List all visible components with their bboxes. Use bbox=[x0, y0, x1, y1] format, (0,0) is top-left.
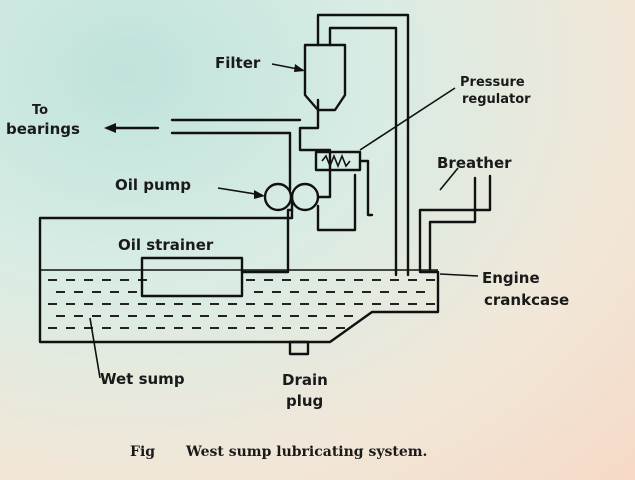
oil-strainer-box bbox=[140, 256, 244, 298]
regulator-pointer bbox=[359, 87, 456, 151]
drain-plug-label-1: Drain bbox=[282, 371, 328, 389]
bearing-supply-pipe bbox=[170, 118, 302, 192]
breather-pipe bbox=[428, 176, 477, 272]
oil-strainer-label: Oil strainer bbox=[118, 236, 214, 254]
pump-outlet-pipe bbox=[298, 98, 332, 199]
filter-body bbox=[303, 43, 347, 112]
engine-crankcase-label-1: Engine bbox=[482, 269, 540, 287]
to-bearings-label-1: To bbox=[32, 103, 48, 118]
regulator-spring bbox=[321, 153, 351, 169]
pump-return-pipe bbox=[316, 173, 357, 232]
filter-label: Filter bbox=[215, 54, 261, 72]
oil-pump-gear-right bbox=[290, 182, 320, 212]
oil-pump-pointer-head bbox=[254, 190, 265, 199]
filter-outlet-inner bbox=[328, 26, 398, 277]
crankcase-pointer bbox=[439, 273, 479, 277]
regulator-return-pipe bbox=[358, 159, 374, 217]
to-bearings-arrowhead bbox=[104, 123, 116, 133]
filter-outlet-top bbox=[316, 13, 410, 277]
pressure-regulator-label-2: regulator bbox=[462, 92, 531, 107]
breather-label: Breather bbox=[437, 154, 512, 172]
filter-pointer-head bbox=[294, 64, 305, 72]
oil-pump-gear-left bbox=[263, 182, 293, 212]
pressure-regulator-label-1: Pressure bbox=[460, 75, 525, 90]
to-bearings-label-2: bearings bbox=[6, 120, 80, 138]
wet-sump-pointer bbox=[89, 317, 101, 379]
drain-plug bbox=[288, 340, 310, 356]
crankcase-outline bbox=[38, 174, 492, 344]
sump-oil bbox=[48, 279, 435, 329]
caption-text: West sump lubricating system. bbox=[185, 444, 427, 460]
caption-fig: Fig bbox=[130, 444, 155, 460]
wet-sump-label: Wet sump bbox=[100, 370, 185, 388]
engine-crankcase-label-2: crankcase bbox=[484, 291, 569, 309]
breather-pointer bbox=[439, 167, 459, 191]
oil-pump-label: Oil pump bbox=[115, 176, 191, 194]
drain-plug-label-2: plug bbox=[286, 392, 323, 410]
strainer-pipe bbox=[240, 208, 294, 274]
